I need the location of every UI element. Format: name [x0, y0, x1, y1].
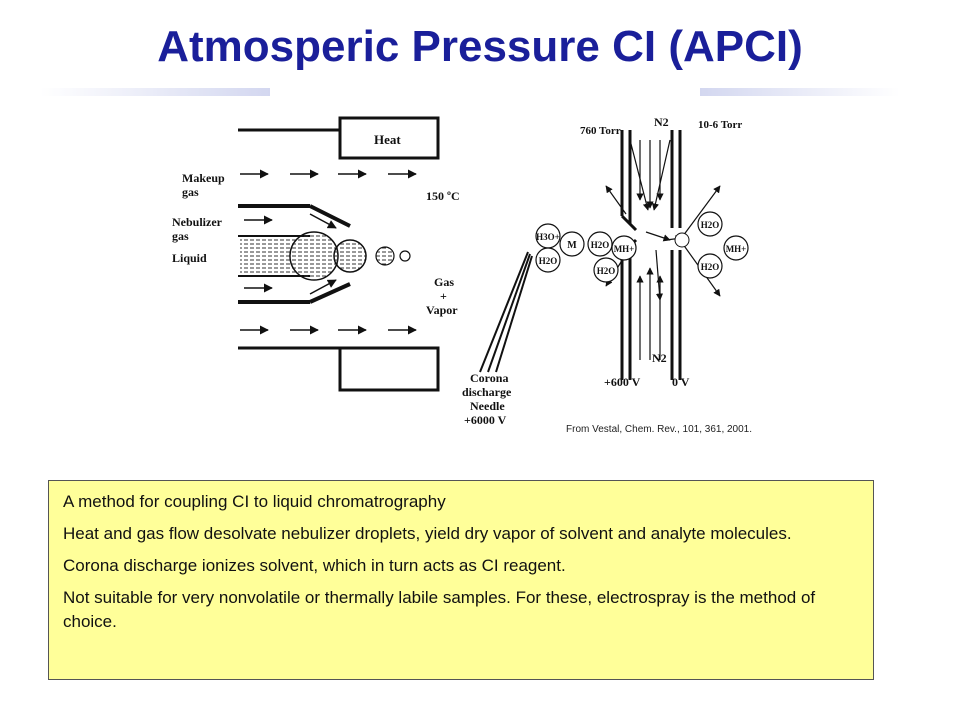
title-underline-right	[700, 88, 900, 96]
heater-bottom-block	[238, 346, 440, 392]
label-gas: Gas	[434, 275, 454, 289]
label-needle-voltage: +6000 V	[464, 413, 507, 427]
droplet-small	[375, 246, 395, 266]
note-1: A method for coupling CI to liquid chrom…	[63, 492, 446, 511]
nebulizer-gas-arrows	[244, 213, 337, 295]
molecule-h2o-d: H2O	[697, 211, 723, 237]
heater-top-block	[238, 116, 440, 160]
corona-needle	[479, 251, 533, 373]
label-vapor: Vapor	[426, 303, 458, 317]
droplet-large	[289, 231, 339, 281]
note-2: Heat and gas flow desolvate nebulizer dr…	[63, 524, 792, 543]
molecule-h2o-e: H2O	[697, 253, 723, 279]
label-760-torr: 760 Torr	[580, 125, 621, 137]
svg-text:H3O+: H3O+	[536, 232, 560, 242]
molecule-h2o-f	[674, 232, 690, 248]
label-nebulizer-gas: gas	[172, 229, 189, 243]
slide-title: Atmosperic Pressure CI (APCI)	[157, 22, 803, 71]
svg-text:M: M	[567, 240, 577, 251]
molecule-h3o: H3O+	[535, 223, 561, 249]
label-temperature: 150 ºC	[426, 189, 460, 203]
molecule-h2o-b: H2O	[587, 231, 613, 257]
note-4: Not suitable for very nonvolatile or the…	[63, 588, 816, 631]
droplet-medium	[333, 239, 367, 273]
label-makeup: Makeup	[182, 171, 225, 185]
apci-diagram: Heat Makeup gas Nebulizer gas Liquid 150…	[172, 115, 752, 435]
label-plus: +	[440, 289, 447, 303]
droplet-tiny	[399, 250, 411, 262]
svg-text:H2O: H2O	[591, 240, 610, 250]
apci-source: Heat Makeup gas Nebulizer gas Liquid 150…	[172, 116, 533, 427]
svg-text:H2O: H2O	[539, 256, 558, 266]
label-n2-top: N2	[654, 115, 669, 129]
molecule-h2o-a: H2O	[535, 247, 561, 273]
molecule-m: M	[559, 231, 585, 257]
molecules: H3O+ M H2O H2O MH+ H2O	[535, 211, 749, 283]
svg-text:MH+: MH+	[614, 244, 635, 254]
svg-text:H2O: H2O	[701, 262, 720, 272]
label-0v: 0 V	[672, 375, 690, 389]
label-heat: Heat	[374, 132, 401, 147]
label-n2-bottom: N2	[652, 351, 667, 365]
label-discharge: discharge	[462, 385, 512, 399]
notes-box: A method for coupling CI to liquid chrom…	[48, 480, 874, 680]
label-nebulizer: Nebulizer	[172, 215, 223, 229]
makeup-gas-arrows	[240, 169, 417, 335]
label-low-torr: 10-6 Torr	[698, 119, 742, 131]
molecule-h2o-c: H2O	[593, 257, 619, 283]
svg-text:H2O: H2O	[597, 266, 616, 276]
citation: From Vestal, Chem. Rev., 101, 361, 2001.	[566, 424, 752, 435]
note-3: Corona discharge ionizes solvent, which …	[63, 556, 566, 575]
ion-interface: H3O+ M H2O H2O MH+ H2O	[535, 115, 749, 389]
label-plus600v: +600 V	[604, 375, 641, 389]
label-corona: Corona	[470, 371, 508, 385]
label-makeup-gas: gas	[182, 185, 199, 199]
molecule-mh-left: MH+	[611, 235, 637, 261]
label-needle: Needle	[470, 399, 505, 413]
title-underline-left	[40, 88, 270, 96]
svg-text:H2O: H2O	[701, 220, 720, 230]
label-liquid: Liquid	[172, 251, 207, 265]
molecule-mh-right: MH+	[723, 235, 749, 261]
svg-text:MH+: MH+	[726, 244, 747, 254]
